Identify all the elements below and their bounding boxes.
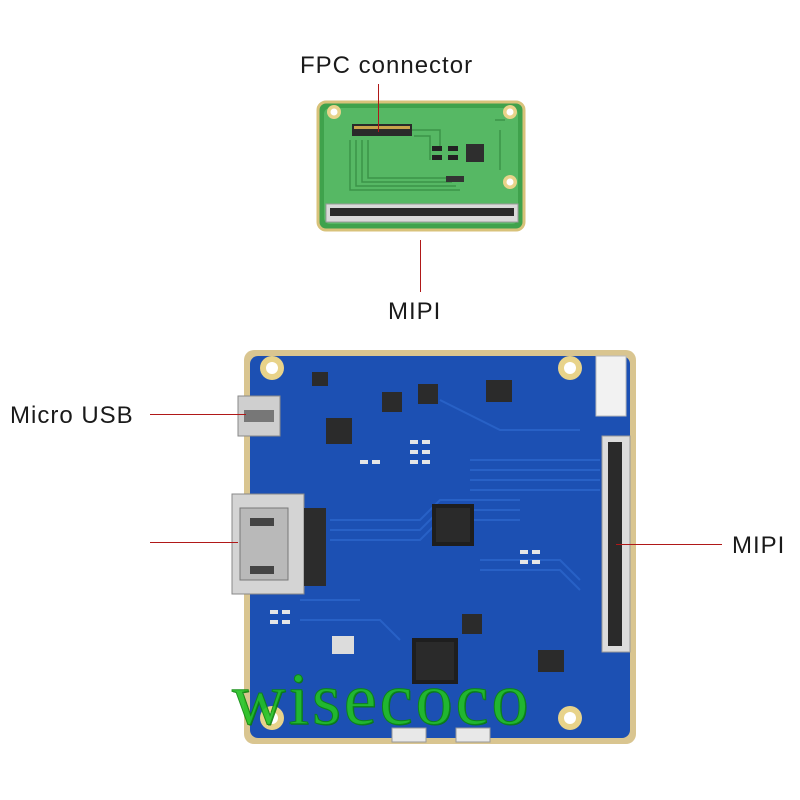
mipi-top-callout-line [420, 240, 421, 292]
hdmi-callout-line [150, 542, 238, 543]
micro-usb-label: Micro USB [10, 402, 134, 429]
mipi-right-label: MIPI [732, 532, 786, 559]
fpc-callout-line [378, 84, 379, 132]
mipi-right-callout-line [616, 544, 722, 545]
wisecoco-watermark: wisecoco [232, 659, 532, 742]
micro-usb-callout-line [150, 414, 246, 415]
fpc-adapter-board [316, 100, 526, 232]
fpc-connector-label: FPC connector [300, 52, 474, 79]
mipi-top-label: MIPI [388, 298, 442, 325]
